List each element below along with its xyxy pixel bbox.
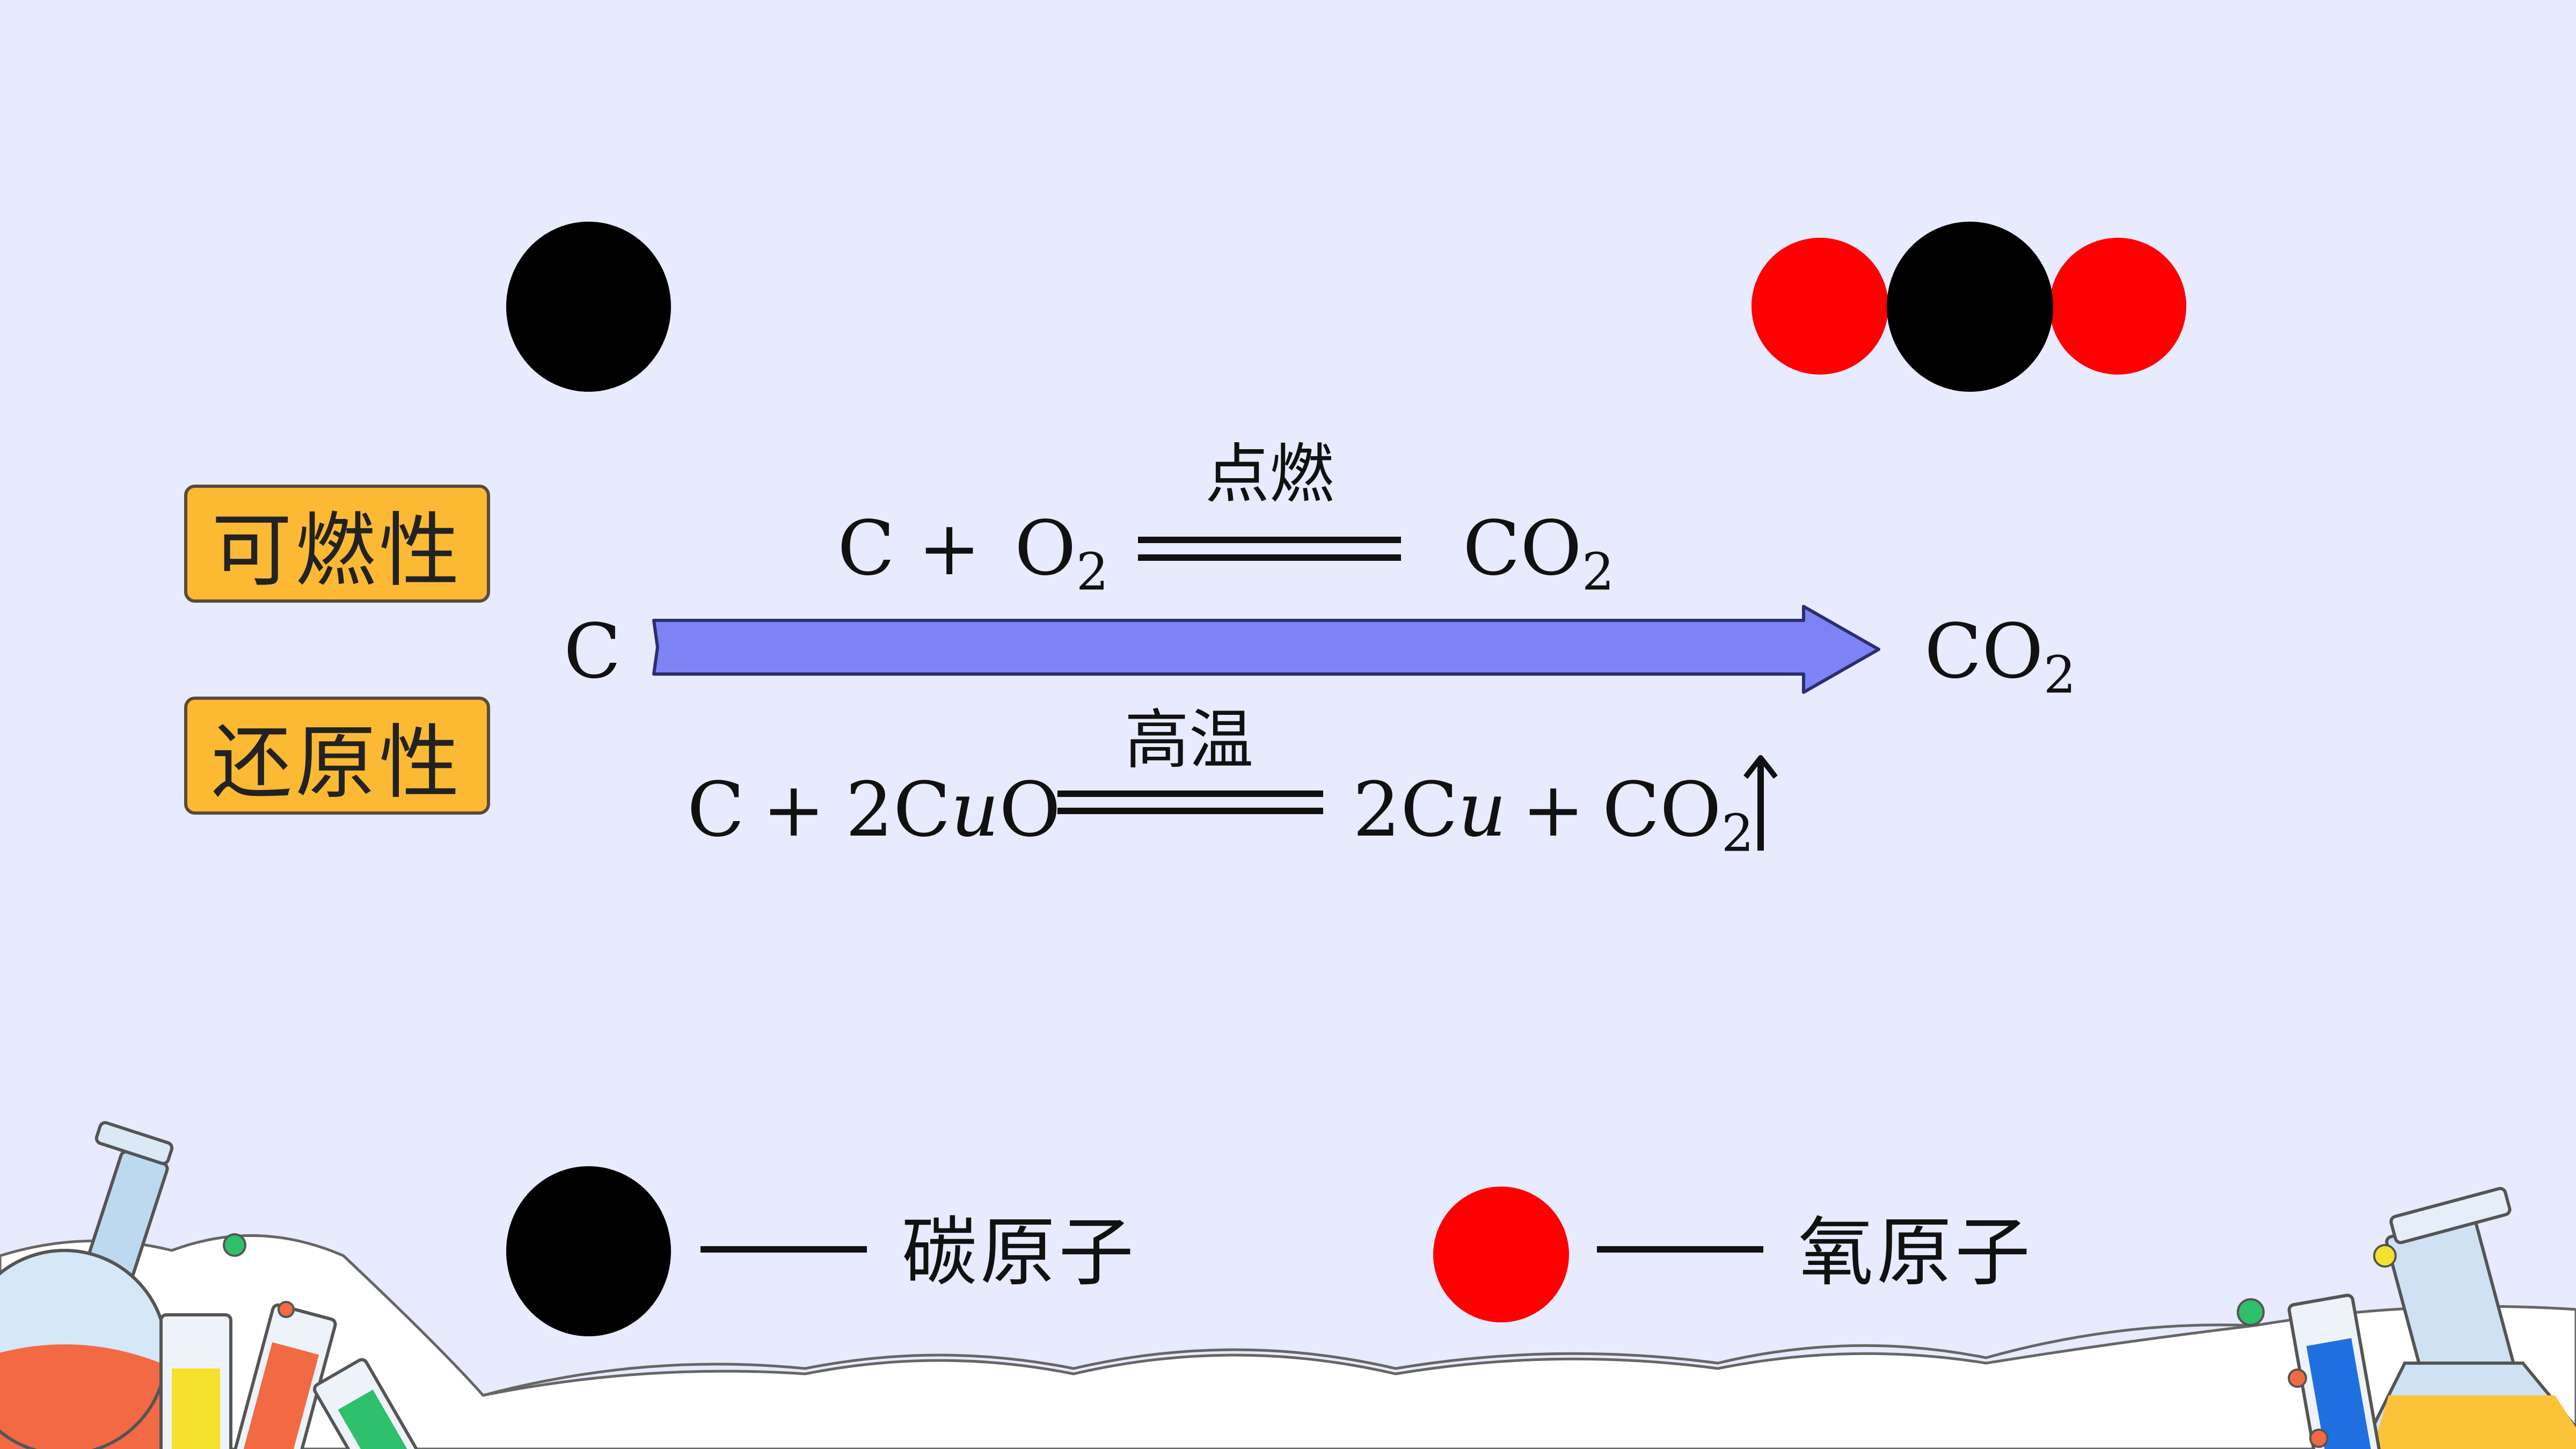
legend-oxygen-atom [1433,1187,1569,1322]
conversion-arrow [652,605,1880,694]
reaction1-product-co2: CO2 [1463,505,1615,602]
reaction2-reactant-cuo: 2CuO [845,766,1061,854]
co2-oxygen-atom-right [2049,238,2186,375]
reaction2-equals-top [1057,791,1323,797]
reaction1-reactant-o2: O2 [1015,505,1109,602]
lab-decoration [0,1121,2576,1449]
center-co2-label: CO2 [1924,608,2076,705]
reaction2-reactant-c: C [687,766,745,854]
gas-up-arrow-icon [1743,755,1778,851]
reaction2-product-cu: 2Cu [1353,766,1507,854]
co2-oxygen-atom-left [1752,238,1888,375]
reaction2-plus1: + [762,766,826,854]
legend-carbon-label: 碳原子 [902,1209,1137,1297]
reaction1-equals-bottom [1138,554,1401,561]
co2-carbon-atom [1887,222,2053,392]
ignition-condition: 点燃 [1205,437,1334,512]
combustibility-label: 可燃性 [211,504,463,598]
high-temp-condition: 高温 [1125,703,1253,778]
reducibility-tag: 还原性 [184,697,490,815]
reaction1-plus: + [918,505,981,592]
combustibility-tag: 可燃性 [184,485,490,603]
carbon-atom [506,222,671,392]
reaction2-product-co2: CO2 [1602,766,1754,863]
legend-oxygen-label: 氧原子 [1798,1209,2034,1297]
legend-carbon-atom [506,1166,671,1336]
reducibility-label: 还原性 [211,716,463,810]
legend-carbon-dash [700,1246,867,1253]
reaction2-equals-bottom [1057,808,1323,814]
legend-oxygen-dash [1597,1246,1763,1253]
reaction2-plus2: + [1522,766,1585,854]
reaction1-equals-top [1138,537,1401,543]
reaction1-reactant-c: C [837,505,895,592]
center-carbon-label: C [564,608,622,696]
